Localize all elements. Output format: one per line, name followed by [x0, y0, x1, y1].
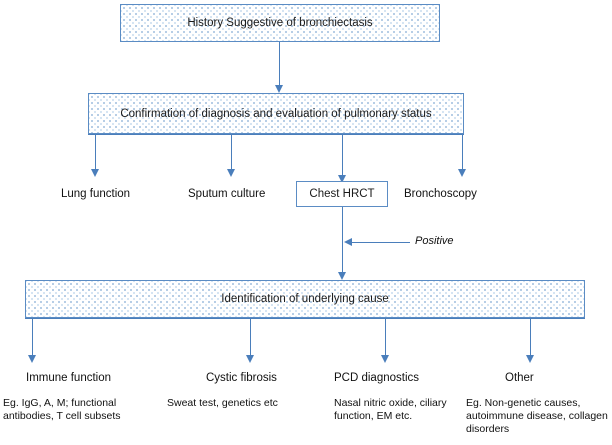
node-immune-function: Immune function: [26, 372, 112, 384]
branch-line-chest-hrct: [342, 134, 343, 176]
arrowhead-positive: [344, 238, 352, 246]
arrowhead-other: [526, 355, 534, 363]
branch-line-bronchoscopy: [462, 134, 463, 170]
arrowhead-history-to-confirmation: [275, 85, 283, 93]
branch-line-other: [530, 318, 531, 356]
node-history-suggestive: History Suggestive of bronchiectasis: [120, 4, 440, 42]
node-pcd-diagnostics: PCD diagnostics: [334, 372, 420, 384]
node-lung-function: Lung function: [61, 188, 131, 200]
edge-positive-line: [352, 242, 410, 243]
connector-history-to-confirmation: [279, 42, 280, 86]
detail-other: Eg. Non-genetic causes, autoimmune disea…: [466, 397, 608, 435]
edge-label-positive: Positive: [415, 235, 454, 247]
arrowhead-chest-hrct: [338, 175, 346, 183]
branch-line-pcd-diagnostics: [385, 318, 386, 356]
arrowhead-lung-function: [91, 169, 99, 177]
node-chest-hrct: Chest HRCT: [296, 181, 388, 207]
detail-cystic-fibrosis: Sweat test, genetics etc: [167, 397, 278, 409]
node-bronchoscopy: Bronchoscopy: [404, 188, 477, 200]
branch-line-immune-function: [32, 318, 33, 356]
arrowhead-pcd-diagnostics: [381, 355, 389, 363]
node-history-label: History Suggestive of bronchiectasis: [187, 17, 373, 29]
branch-bar-identification: [25, 318, 585, 319]
branch-line-cystic-fibrosis: [250, 318, 251, 356]
detail-pcd-diagnostics: Nasal nitric oxide, ciliary function, EM…: [334, 397, 447, 422]
branch-line-sputum-culture: [231, 134, 232, 170]
node-sputum-culture: Sputum culture: [188, 188, 266, 200]
node-identification-cause: Identification of underlying cause: [25, 280, 585, 318]
node-confirmation-diagnosis: Confirmation of diagnosis and evaluation…: [88, 93, 464, 134]
branch-bar-confirmation: [88, 134, 464, 135]
arrowhead-bronchoscopy: [458, 169, 466, 177]
node-chest-hrct-label: Chest HRCT: [309, 188, 375, 200]
detail-immune-function: Eg. IgG, A, M; functional antibodies, T …: [3, 397, 121, 422]
branch-line-lung-function: [95, 134, 96, 170]
connector-hrct-to-identification: [342, 207, 343, 275]
node-identification-label: Identification of underlying cause: [221, 293, 389, 305]
node-cystic-fibrosis: Cystic fibrosis: [206, 372, 277, 384]
arrowhead-immune-function: [28, 355, 36, 363]
arrowhead-sputum-culture: [227, 169, 235, 177]
node-confirmation-label: Confirmation of diagnosis and evaluation…: [120, 107, 432, 120]
node-other: Other: [505, 372, 534, 384]
arrowhead-cystic-fibrosis: [246, 355, 254, 363]
arrowhead-hrct-to-identification: [338, 272, 346, 280]
